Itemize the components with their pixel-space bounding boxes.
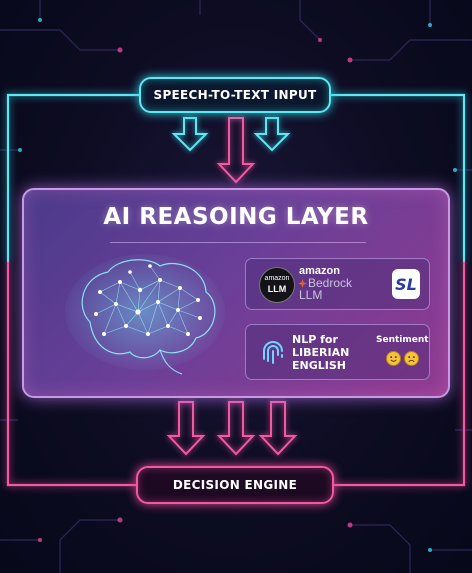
- nlp-liberian-english-card: NLP for LIBERIAN ENGLISH Sentiment: [245, 324, 430, 380]
- reasoning-layer-title: AI REASOING LAYER: [103, 204, 369, 230]
- output-arrows: [166, 401, 298, 456]
- badge-amazon-text: amazon: [264, 275, 290, 282]
- amazon-wordmark: amazon: [299, 265, 340, 277]
- nlp-line-1: NLP for: [292, 333, 338, 346]
- sentiment-label: Sentiment: [376, 335, 429, 345]
- bedrock-wordmark: Bedrock: [308, 276, 353, 290]
- decision-engine-label: DECISION ENGINE: [172, 478, 298, 492]
- amazon-llm-badge: amazon LLM: [259, 267, 295, 303]
- nlp-label: NLP for LIBERIAN ENGLISH: [292, 333, 349, 372]
- sad-face-icon: [404, 351, 419, 366]
- badge-llm-text: LLM: [267, 283, 287, 294]
- happy-face-icon: [386, 351, 401, 366]
- llm-providers-card: amazon LLM amazon Bedrock LLM SL: [245, 258, 430, 310]
- speech-to-text-label: SPEECH-TO-TEXT INPUT: [153, 88, 317, 102]
- input-arrows: [171, 117, 291, 184]
- sl-logo-text: SL: [395, 274, 417, 294]
- speech-to-text-input-node: SPEECH-TO-TEXT INPUT: [139, 77, 331, 113]
- bedrock-spark-icon: [298, 279, 307, 288]
- nlp-line-3: ENGLISH: [292, 359, 346, 372]
- nlp-line-2: LIBERIAN: [292, 346, 350, 359]
- llm-wordmark: LLM: [299, 288, 323, 302]
- sl-logo: SL: [392, 269, 420, 299]
- title-divider: [110, 242, 366, 243]
- nlp-fingerprint-icon: [263, 341, 283, 364]
- decision-engine-node: DECISION ENGINE: [136, 466, 334, 504]
- ai-reasoning-layer-panel: AI REASOING LAYER: [22, 188, 450, 398]
- brain-network-icon: [65, 254, 225, 375]
